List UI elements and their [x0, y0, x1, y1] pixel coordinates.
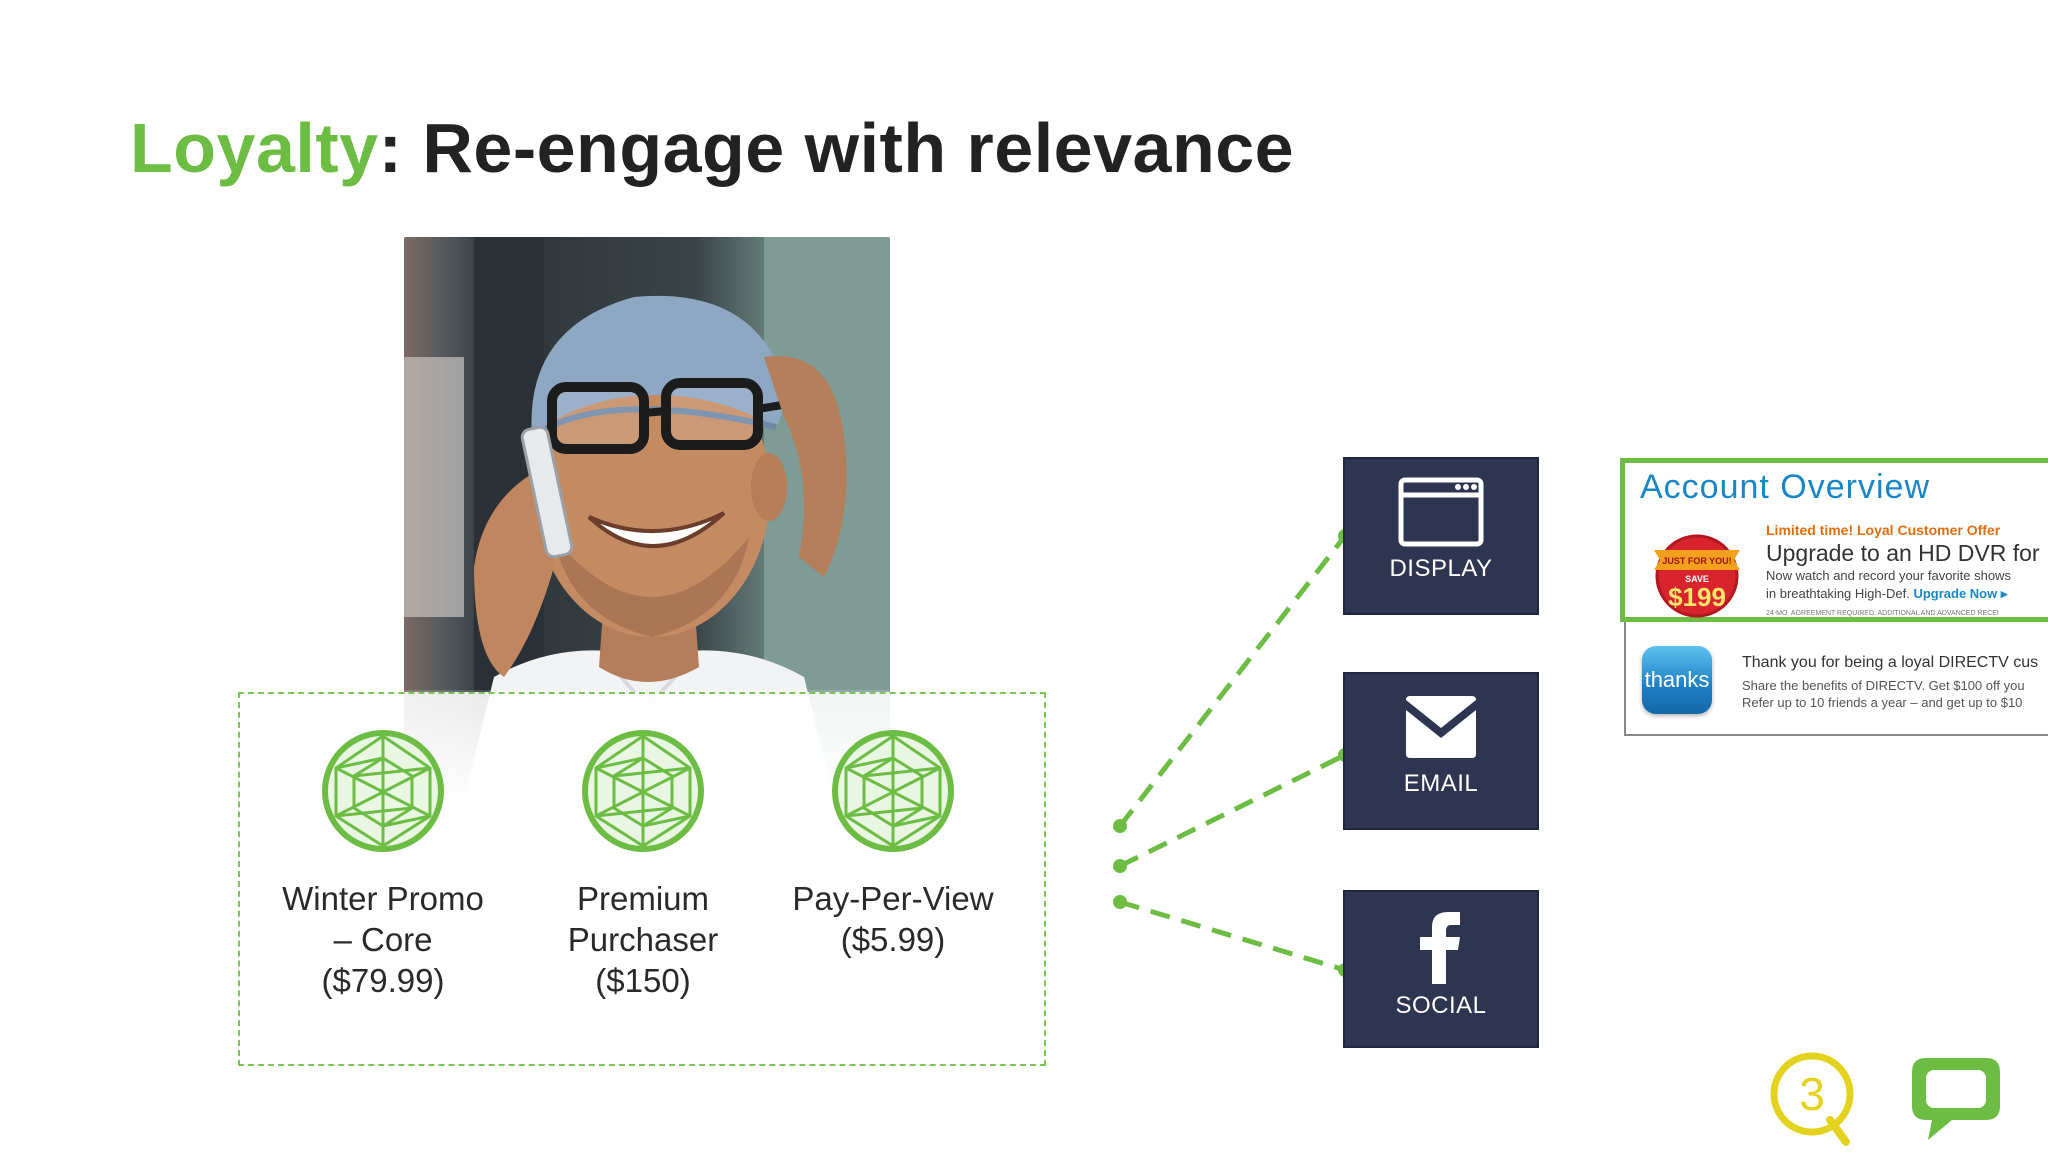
title-accent: Loyalty [130, 109, 379, 187]
sphere-network-icon [832, 730, 954, 852]
channel-label: DISPLAY [1389, 555, 1493, 582]
thanks-body-line: Share the benefits of DIRECTV. Get $100 … [1742, 678, 2025, 693]
connector-email [1118, 752, 1347, 869]
svg-text:JUST FOR YOU!: JUST FOR YOU! [1662, 556, 1731, 566]
account-panel-border [1624, 618, 2048, 736]
title-rest: : Re-engage with relevance [378, 109, 1295, 187]
thanks-body-line: Refer up to 10 friends a year – and get … [1742, 695, 2023, 710]
account-overview-preview: Account Overview JUST FOR YOU! SAVE $199… [1620, 458, 2048, 738]
chat-bubble-logo-icon [1912, 1058, 2000, 1140]
sphere-network-icon [322, 730, 444, 852]
offer-body-text: in breathtaking High-Def. [1766, 586, 1910, 601]
connector-display [1118, 534, 1347, 828]
sphere-network-icon [582, 730, 704, 852]
channel-social: SOCIAL [1343, 890, 1539, 1048]
channel-email: EMAIL [1343, 672, 1539, 830]
thanks-button[interactable]: thanks [1642, 646, 1712, 714]
offer-kicker: Limited time! Loyal Customer Offer [1766, 522, 2001, 538]
facebook-icon [1420, 912, 1460, 984]
connector-node [1113, 859, 1127, 873]
offer-body-line: in breathtaking High-Def. Upgrade Now ▸ [1766, 586, 2007, 602]
channel-label: EMAIL [1403, 770, 1479, 797]
connector-node [1113, 819, 1127, 833]
segment-pay-per-view: Pay-Per-View ($5.99) [768, 728, 1018, 960]
segment-label: Premium Purchaser ($150) [567, 880, 719, 999]
connector-social [1119, 899, 1346, 973]
svg-text:SAVE: SAVE [1685, 574, 1709, 584]
svg-text:$199: $199 [1668, 582, 1726, 612]
connector-node [1113, 895, 1127, 909]
segment-label: Pay-Per-View ($5.99) [792, 880, 994, 958]
segment-winter-promo: Winter Promo – Core ($79.99) [258, 728, 508, 1001]
save-badge-icon: JUST FOR YOU! SAVE $199 [1654, 534, 1740, 618]
envelope-icon [1406, 696, 1476, 758]
highlight-frame [1620, 458, 2048, 622]
q3-logo-icon: 3 [1770, 1052, 1854, 1146]
channel-label: SOCIAL [1395, 992, 1487, 1019]
segment-label: Winter Promo – Core ($79.99) [282, 880, 484, 999]
svg-text:3: 3 [1799, 1068, 1825, 1120]
audience-segments-panel: Winter Promo – Core ($79.99) Premium Pur… [238, 692, 1046, 1066]
browser-window-icon [1398, 477, 1484, 547]
segment-premium-purchaser: Premium Purchaser ($150) [518, 728, 768, 1001]
account-overview-title: Account Overview [1640, 468, 1930, 506]
channel-display: DISPLAY [1343, 457, 1539, 615]
thanks-headline: Thank you for being a loyal DIRECTV cus [1742, 654, 2039, 671]
slide-title: Loyalty: Re-engage with relevance [130, 108, 1294, 188]
offer-headline: Upgrade to an HD DVR for [1766, 540, 2040, 566]
offer-body-line: Now watch and record your favorite shows [1766, 568, 2011, 583]
fine-print: 24-MO. AGREEMENT REQUIRED. ADDITIONAL AN… [1766, 610, 1999, 617]
upgrade-now-link[interactable]: Upgrade Now ▸ [1913, 586, 2008, 601]
